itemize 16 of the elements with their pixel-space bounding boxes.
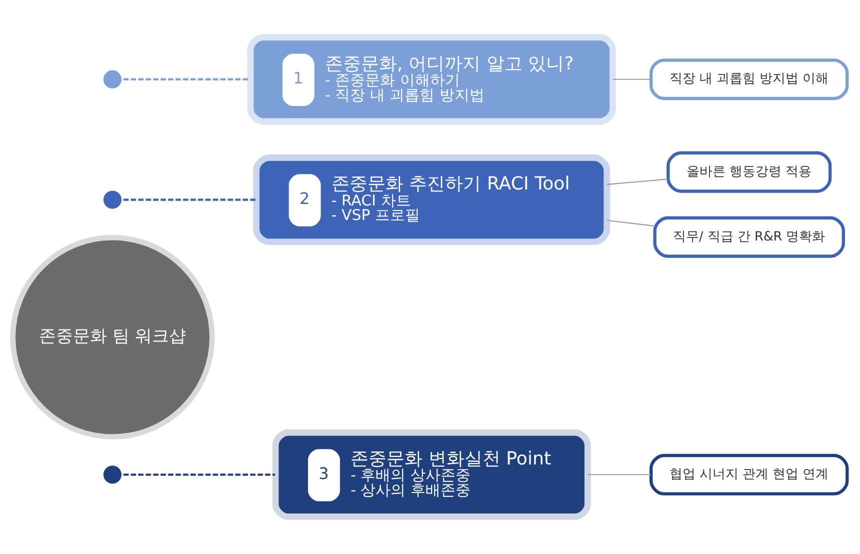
node-box: 1 존중문화, 어디까지 알고 있니? - 존중문화 이해하기 - 직장 내 괴롭힘 방지법 (247, 34, 616, 125)
node-circle (100, 188, 125, 212)
connector (606, 220, 655, 227)
node-box: 협업 시너지 관계 현업 연계 (650, 454, 849, 496)
node-box: 직무/ 직급 간 R&R 명확화 (653, 216, 846, 258)
node-box: 3 존중문화 변화실천 Point - 후배의 상사존중 - 상사의 후배존중 (272, 429, 591, 520)
connector (123, 78, 250, 80)
node-box: 직장 내 괴롭힘 방지법 이해 (650, 58, 849, 100)
node-circle: 존중문화 팀 워크샵 (10, 234, 215, 440)
connector (588, 474, 651, 476)
connector (606, 178, 668, 185)
connector (612, 78, 651, 80)
connector (123, 474, 276, 476)
node-box: 올바른 행동강령 적용 (666, 151, 832, 193)
connector (123, 198, 256, 201)
node-box: 2 존중문화 추진하기 RACI Tool - RACI 차트 - VSP 프로필 (253, 154, 610, 246)
